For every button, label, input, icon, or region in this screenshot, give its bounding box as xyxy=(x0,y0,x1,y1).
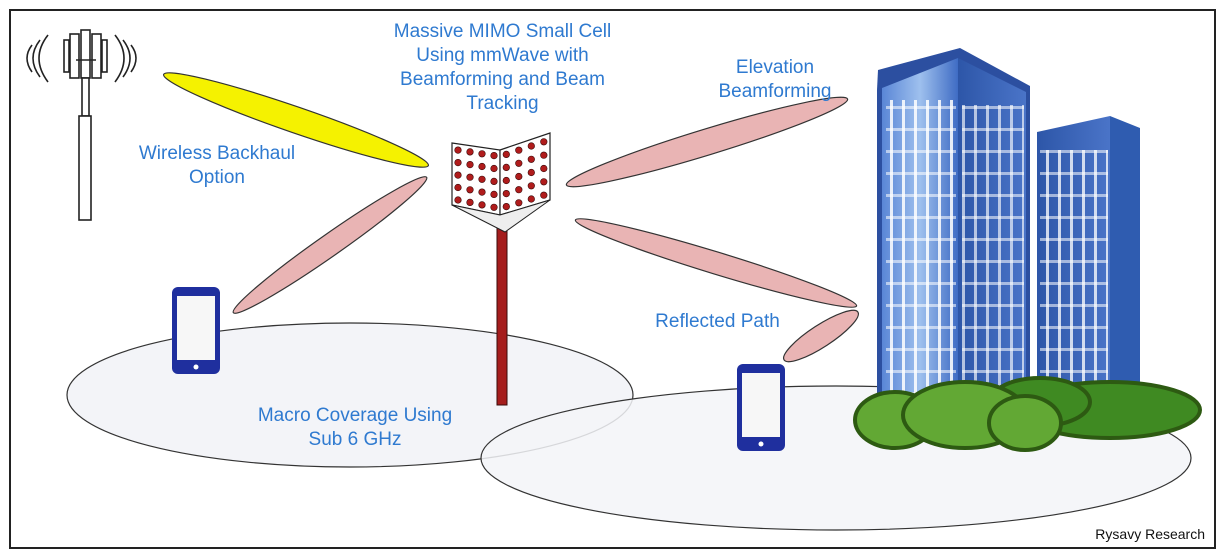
antenna-element-dot xyxy=(466,148,474,156)
antenna-element-dot xyxy=(540,164,548,173)
antenna-element-dot xyxy=(478,201,486,209)
antenna-element-dot xyxy=(490,164,498,173)
antenna-element-dot xyxy=(490,177,498,185)
beam-reflected xyxy=(783,309,859,363)
antenna-element-dot xyxy=(527,155,535,163)
antenna-element-dot xyxy=(454,196,462,204)
small-cell-label-line-1: Massive MIMO Small Cell xyxy=(393,21,612,42)
antenna-element-dot xyxy=(527,142,535,150)
antenna-element-dot xyxy=(540,151,548,159)
antenna-element-dot xyxy=(478,175,486,183)
elevation-label-line-1: Elevation xyxy=(735,57,815,78)
elevation-label: Elevation Beamforming xyxy=(700,56,850,104)
antenna-element-dot xyxy=(478,150,486,158)
small-cell-label-line-4: Tracking xyxy=(466,93,539,114)
smartphone-icon-2 xyxy=(737,364,785,451)
antenna-element-dot xyxy=(515,186,523,194)
elevation-label-line-2: Beamforming xyxy=(718,81,832,102)
credit-label: Rysavy Research xyxy=(1095,526,1205,542)
antenna-element-dot xyxy=(527,195,535,203)
beam-to-building xyxy=(574,218,858,308)
backhaul-beam xyxy=(162,72,430,168)
antenna-element-dot xyxy=(515,199,523,207)
macro-label-line-2: Sub 6 GHz xyxy=(308,429,402,450)
antenna-element-dot xyxy=(454,146,462,154)
antenna-element-dot xyxy=(466,173,474,181)
antenna-element-dot xyxy=(502,176,510,185)
macro-coverage-label: Macro Coverage Using Sub 6 GHz xyxy=(225,404,485,452)
antenna-element-dot xyxy=(454,183,462,192)
antenna-element-dot xyxy=(490,190,498,198)
antenna-element-dot xyxy=(478,188,486,196)
antenna-element-dot xyxy=(540,178,548,186)
antenna-element-dot xyxy=(527,182,535,190)
antenna-element-dot xyxy=(454,159,462,167)
antenna-element-dot xyxy=(502,150,510,158)
small-cell-label-line-3: Beamforming and Beam xyxy=(400,69,605,90)
antenna-element-dot xyxy=(515,159,523,167)
smartphone-icon xyxy=(172,287,220,374)
antenna-element-dot xyxy=(490,152,498,160)
small-cell-label: Massive MIMO Small Cell Using mmWave wit… xyxy=(350,20,655,116)
office-building-icon-rear xyxy=(1037,116,1140,395)
beam-to-phone-left xyxy=(232,176,428,314)
reflected-path-label: Reflected Path xyxy=(630,310,805,334)
antenna-element-dot xyxy=(540,191,548,199)
backhaul-label-line-2: Option xyxy=(189,167,245,188)
antenna-element-dot xyxy=(527,168,535,177)
cell-tower-icon xyxy=(26,29,137,221)
antenna-element-dot xyxy=(478,162,486,171)
antenna-element-dot xyxy=(502,190,510,198)
backhaul-label-line-1: Wireless Backhaul xyxy=(138,143,296,164)
backhaul-label: Wireless Backhaul Option xyxy=(112,142,322,190)
trees-icon xyxy=(853,376,1202,452)
small-cell-pole xyxy=(496,221,508,406)
macro-label-line-1: Macro Coverage Using xyxy=(257,405,453,426)
antenna-element-dot xyxy=(515,146,523,154)
small-cell-label-line-2: Using mmWave with xyxy=(416,45,589,66)
beam-elevation xyxy=(565,96,849,188)
antenna-element-dot xyxy=(466,161,474,169)
antenna-element-dot xyxy=(540,138,548,146)
reflected-path-text: Reflected Path xyxy=(655,311,780,332)
antenna-element-dot xyxy=(490,203,498,211)
antenna-element-dot xyxy=(502,163,510,171)
antenna-element-dot xyxy=(466,198,474,206)
antenna-element-dot xyxy=(502,203,510,211)
antenna-element-dot xyxy=(454,171,462,179)
antenna-element-dot xyxy=(515,172,523,181)
office-building-icon-front xyxy=(877,48,1030,400)
small-cell-antenna-icon xyxy=(451,132,551,233)
antenna-element-dot xyxy=(466,186,474,194)
